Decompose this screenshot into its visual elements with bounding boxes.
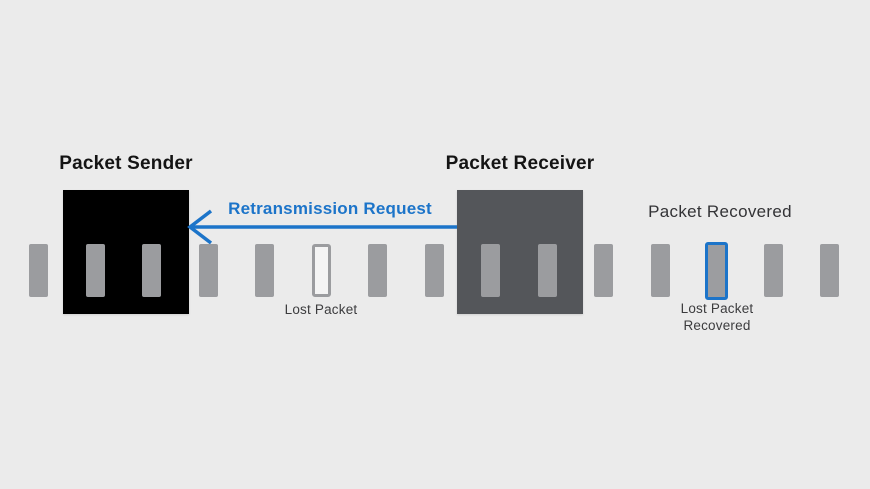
packet bbox=[85, 244, 105, 297]
packet bbox=[29, 244, 48, 297]
packet-recovered-label: Packet Recovered bbox=[648, 202, 792, 221]
packet-sender-box bbox=[63, 190, 189, 314]
packet bbox=[820, 244, 839, 297]
packet bbox=[424, 244, 444, 297]
retransmission-arrow-icon bbox=[187, 209, 457, 245]
lost-packet-recovered-label: Lost Packet Recovered bbox=[680, 301, 754, 333]
packet bbox=[537, 244, 557, 297]
packet bbox=[763, 244, 783, 297]
packet bbox=[594, 244, 613, 297]
packet-receiver-box bbox=[457, 190, 583, 314]
lost-packet-label: Lost Packet bbox=[284, 302, 358, 317]
packet bbox=[255, 244, 274, 297]
packet bbox=[198, 244, 218, 297]
lost-packet bbox=[311, 244, 331, 297]
retransmission-request-label: Retransmission Request bbox=[228, 199, 432, 218]
packet-receiver-title: Packet Receiver bbox=[445, 153, 595, 174]
packet bbox=[368, 244, 387, 297]
packet bbox=[650, 244, 670, 297]
packet-sender-title: Packet Sender bbox=[59, 153, 193, 174]
packet bbox=[142, 244, 161, 297]
recovered-packet bbox=[705, 242, 728, 300]
packet bbox=[481, 244, 500, 297]
